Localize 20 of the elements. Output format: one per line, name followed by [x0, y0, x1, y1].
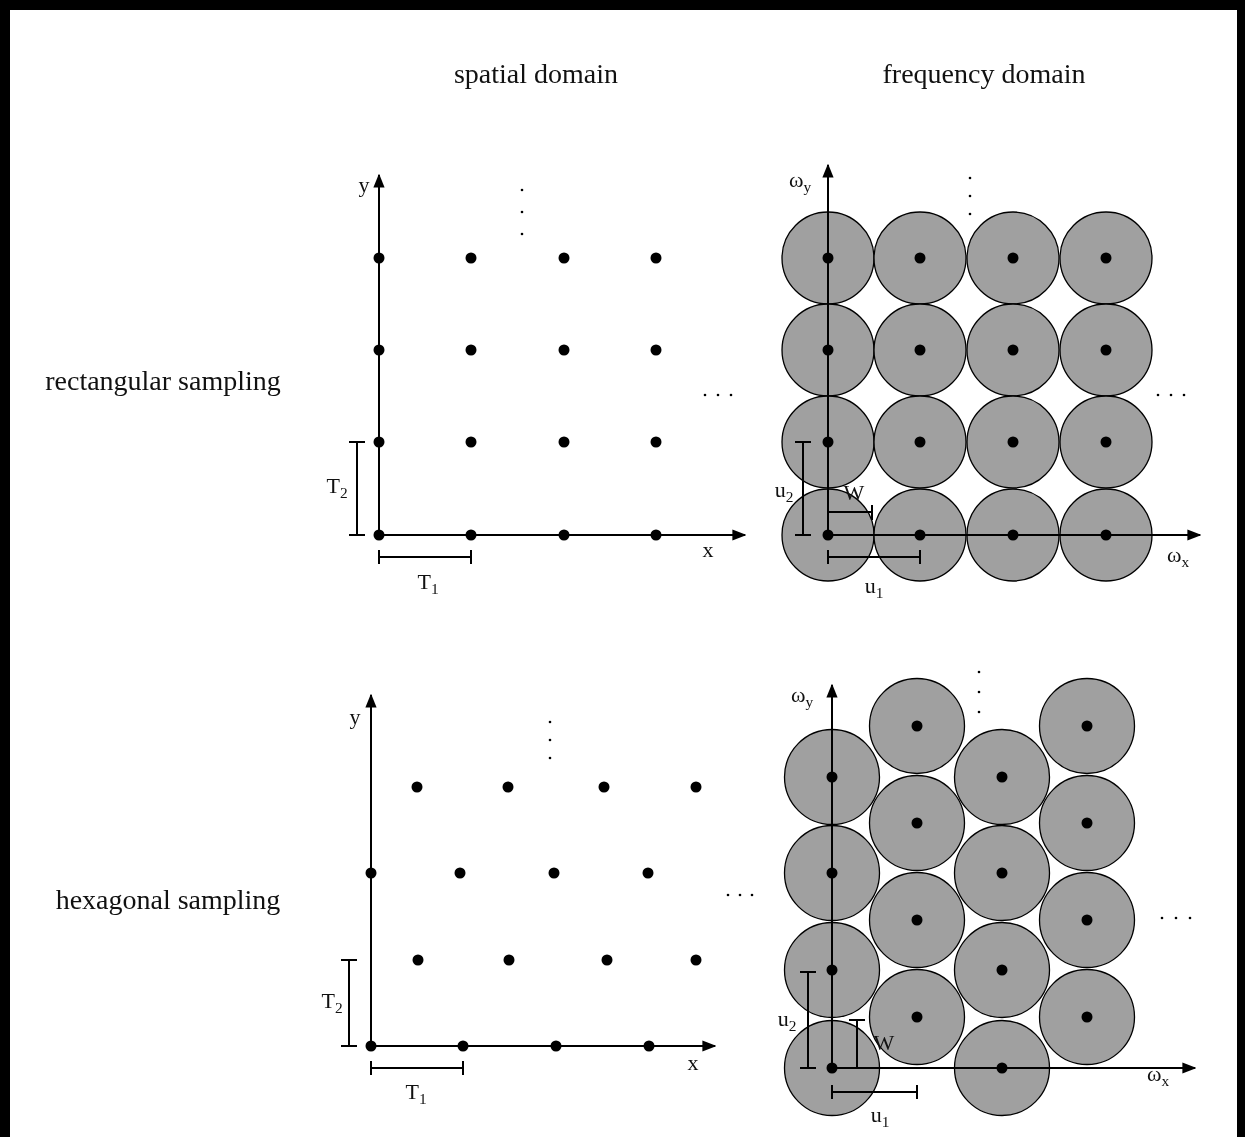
axis-label: y	[358, 174, 370, 196]
column-heading: spatial domain	[453, 60, 619, 88]
row-heading: rectangular sampling	[45, 367, 281, 395]
dimension-label: T$_{2}$	[326, 475, 348, 501]
dimension-label: u$_{2}$	[777, 1008, 797, 1034]
dimension-label: T$_{1}$	[405, 1081, 427, 1107]
axis-label: y	[349, 706, 361, 728]
axis-label: ω$_{y}$	[790, 684, 814, 710]
dimension-label: T$_{2}$	[321, 990, 343, 1016]
axis-label: ω$_{x}$	[1166, 544, 1190, 570]
dimension-label: T$_{1}$	[417, 571, 439, 597]
dimension-label: u$_{1}$	[864, 575, 884, 601]
dimension-label: u$_{1}$	[870, 1104, 890, 1130]
axis-label: x	[702, 539, 714, 561]
dimension-label: u$_{2}$	[774, 479, 794, 505]
axis-label: ω$_{x}$	[1146, 1063, 1170, 1089]
axis-label: ω$_{y}$	[788, 169, 812, 195]
row-heading: hexagonal sampling	[55, 886, 281, 914]
axis-label: x	[687, 1052, 699, 1074]
column-heading: frequency domain	[882, 60, 1086, 88]
